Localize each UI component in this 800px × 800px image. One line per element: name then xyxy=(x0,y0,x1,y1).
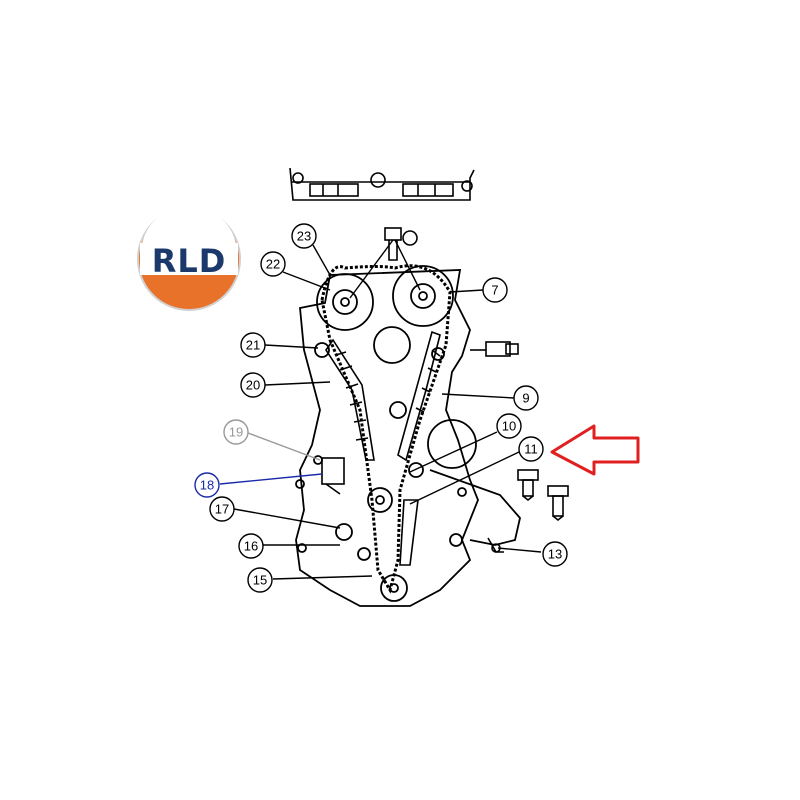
highlight-arrow xyxy=(550,424,640,476)
callout-label-22: 22 xyxy=(266,257,280,272)
leader-7 xyxy=(449,289,484,293)
leader-17 xyxy=(233,508,341,529)
leader-20 xyxy=(264,381,331,386)
leader-11 xyxy=(409,451,520,505)
timing-chain xyxy=(320,264,452,594)
callout-label-15: 15 xyxy=(253,573,267,588)
callout-18: 18 xyxy=(194,472,220,498)
callout-22: 22 xyxy=(260,251,286,277)
leader-15 xyxy=(272,575,373,580)
callout-21: 21 xyxy=(240,332,266,358)
callout-15: 15 xyxy=(247,567,273,593)
callout-label-23: 23 xyxy=(297,229,311,244)
callout-10: 10 xyxy=(496,413,522,439)
callout-11: 11 xyxy=(518,436,544,462)
callout-16: 16 xyxy=(238,533,264,559)
cam-bolt-leader-lines xyxy=(349,239,421,299)
cam-position-sensor xyxy=(470,341,519,357)
leader-9 xyxy=(441,393,515,399)
leader-19 xyxy=(247,432,321,461)
chain-guide-right xyxy=(397,330,441,462)
logo-text: RLD xyxy=(152,242,227,280)
intake-cam-sprocket xyxy=(316,273,374,331)
callout-label-17: 17 xyxy=(215,502,229,517)
callout-label-19: 19 xyxy=(229,425,243,440)
bolts xyxy=(487,469,569,553)
chain-tensioner xyxy=(321,457,345,495)
callout-label-11: 11 xyxy=(524,442,538,457)
callout-23: 23 xyxy=(291,223,317,249)
callout-label-18: 18 xyxy=(200,478,214,493)
callout-20: 20 xyxy=(240,372,266,398)
idler-sprocket xyxy=(367,487,393,513)
callout-9: 9 xyxy=(513,385,539,411)
leader-22 xyxy=(282,271,331,291)
callout-17: 17 xyxy=(209,496,235,522)
leader-23 xyxy=(312,244,331,276)
lower-chain-guide xyxy=(399,499,419,566)
callout-label-13: 13 xyxy=(548,547,562,562)
callout-label-9: 9 xyxy=(522,391,529,406)
callout-19: 19 xyxy=(223,419,249,445)
callout-label-21: 21 xyxy=(246,338,260,353)
exhaust-cam-sprocket xyxy=(392,265,454,327)
leader-10 xyxy=(409,431,498,473)
cylinder-head xyxy=(289,167,475,201)
engine-block xyxy=(295,269,521,607)
leader-21 xyxy=(264,344,319,349)
cam-bolt xyxy=(384,227,418,261)
leader-18 xyxy=(219,473,323,485)
callout-label-16: 16 xyxy=(244,539,258,554)
rld-logo: RLD xyxy=(137,205,241,311)
leader-13 xyxy=(497,547,542,553)
crank-sprocket xyxy=(380,574,408,602)
callout-label-10: 10 xyxy=(502,419,516,434)
callout-7: 7 xyxy=(482,277,508,303)
leader-lines xyxy=(219,244,542,580)
callout-13: 13 xyxy=(542,541,568,567)
callout-label-7: 7 xyxy=(491,283,498,298)
callout-label-20: 20 xyxy=(246,378,260,393)
chain-guide-left xyxy=(325,338,375,461)
